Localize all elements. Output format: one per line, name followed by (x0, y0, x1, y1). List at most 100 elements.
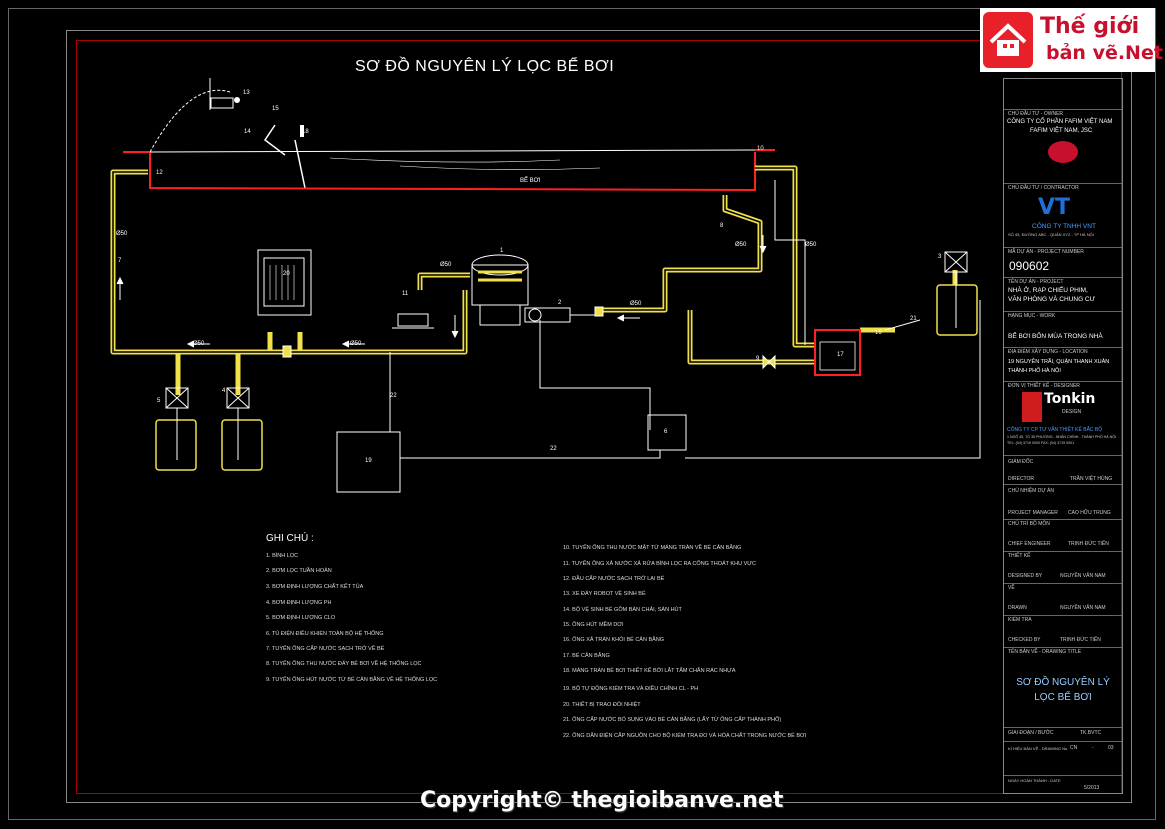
tb-chief-name: TRỊNH ĐỨC TIẾN (1068, 541, 1109, 547)
tb-pm-label: CHỦ NHIỆM DỰ ÁN (1008, 488, 1054, 494)
label-d7: Ø50 (805, 242, 817, 248)
watermark-brand-top: Thế giới (1040, 14, 1140, 39)
tb-company2: CÔNG TY TNHH VNT (1032, 223, 1096, 230)
dosing-pumps (165, 251, 968, 409)
tb-divider (1004, 277, 1122, 278)
title-block: CHỦ ĐẦU TƯ - OWNER CÔNG TY CỔ PHẦN FAFIM… (1003, 78, 1123, 794)
valves (282, 306, 776, 370)
label-2: 2 (558, 300, 562, 306)
tb-date-label: NGÀY HOÀN THÀNH - DATE (1008, 778, 1061, 783)
tb-owner-label: CHỦ ĐẦU TƯ - OWNER (1008, 111, 1064, 117)
label-14: 14 (244, 129, 251, 135)
tb-designer-address: 1 NGÕ 45, TỔ 35 PHƯỜNG - NHÂN CHÍNH - TH… (1007, 435, 1117, 439)
drawing-border-outer (8, 8, 1156, 820)
note-left-8: 8. TUYẾN ỐNG THU NƯỚC ĐÁY BỂ BƠI VỀ HỆ T… (266, 661, 422, 667)
tb-divider (1004, 775, 1122, 776)
drain-outlet (392, 313, 434, 329)
chemical-controller-box (336, 431, 401, 493)
label-16: 16 (875, 330, 882, 336)
robot-wheel (234, 97, 240, 103)
note-right-22: 22. ỐNG DẪN ĐIỆN CẤP NGUỒN CHO BỘ KIỂM T… (563, 733, 807, 739)
tb-divider (1004, 247, 1122, 248)
tb-number-label: KÍ HIỆU BẢN VẼ - DRAWING No. (1008, 746, 1069, 751)
note-right-12: 12. ĐẦU CẤP NƯỚC SẠCH TRỞ LẠI BỂ (563, 576, 665, 582)
tb-number-b: 03 (1108, 745, 1114, 751)
tb-drawn-role: DRAWN (1008, 605, 1027, 611)
label-11: 11 (402, 291, 409, 297)
drawing-border-inner (66, 30, 1132, 803)
water-line (149, 149, 756, 153)
note-left-1: 1. BÌNH LỌC (266, 553, 299, 559)
cleaner-arc (149, 89, 231, 153)
tb-divider (1004, 381, 1122, 382)
diagram-title: SƠ ĐỒ NGUYÊN LÝ LỌC BỂ BƠI (355, 58, 615, 75)
note-left-3: 3. BƠM ĐỊNH LƯỢNG CHẤT KẾT TỦA (266, 584, 364, 590)
tb-designer-tel: TEL: (04) 3719 0000 FAX: (04) 3719 0001 (1007, 441, 1075, 445)
water-ripples (329, 157, 601, 170)
balance-tank (814, 329, 861, 376)
note-right-13: 13. XE ĐẨY ROBOT VỆ SINH BỂ (563, 591, 646, 597)
tb-company1-line1: CÔNG TY CỔ PHẦN FAFIM VIỆT NAM (1007, 119, 1113, 125)
tb-designed-label: THIẾT KẾ (1008, 553, 1031, 559)
tb-pm-name: CAO HỮU TRUNG (1068, 510, 1111, 516)
note-right-10: 10. TUYẾN ỐNG THU NƯỚC MẶT TỪ MÁNG TRÀN … (563, 545, 742, 551)
label-18: 18 (302, 129, 309, 135)
tb-designer-label: ĐƠN VỊ THIẾT KẾ - DESIGNER (1008, 383, 1080, 389)
tb-location-label: ĐỊA ĐIỂM XÂY DỰNG - LOCATION (1008, 349, 1088, 355)
label-d1: Ø50 (116, 231, 128, 237)
tb-code-label: MÃ DỰ ÁN - PROJECT NUMBER (1008, 249, 1084, 255)
label-12: 12 (156, 170, 163, 176)
tb-date: 5/2013 (1084, 785, 1100, 791)
note-right-15: 15. ỐNG HÚT MỀM DƠI (563, 622, 624, 628)
label-d5: Ø50 (630, 301, 642, 307)
label-d2: Ø50 (193, 341, 205, 347)
note-right-20: 20. THIẾT BỊ TRAO ĐỔI NHIỆT (563, 702, 641, 708)
tb-check-role: CHECKED BY (1008, 637, 1041, 643)
robot-cart (210, 97, 234, 109)
pipe-centerlines (112, 167, 815, 363)
label-13: 13 (243, 90, 250, 96)
tb-divider (1004, 727, 1122, 728)
tb-company1-line2: FAFIM VIỆT NAM, JSC (1030, 128, 1093, 134)
tb-chief-label: CHỦ TRÌ BỘ MÔN (1008, 521, 1050, 527)
label-22a: 22 (390, 393, 397, 399)
tb-divider (1004, 551, 1122, 552)
tb-stage: TK.BVTC (1080, 730, 1102, 736)
label-9: 9 (756, 356, 760, 362)
tb-contractor-label: CHỦ ĐẦU TƯ / CONTRACTOR (1008, 185, 1079, 191)
tb-stage-label: GIAI ĐOẠN / BƯỚC (1008, 730, 1054, 736)
note-left-7: 7. TUYẾN ỐNG CẤP NƯỚC SẠCH TRỞ VỀ BỂ (266, 646, 385, 652)
tb-divider (1004, 484, 1122, 485)
note-right-21: 21. ỐNG CẤP NƯỚC BỔ SUNG VÀO BỂ CÂN BẰNG… (563, 717, 782, 723)
label-15: 15 (272, 106, 279, 112)
tb-project-line2: VĂN PHÒNG VÀ CHUNG CƯ (1008, 296, 1096, 303)
tb-check-name: TRỊNH ĐỨC TIẾN (1060, 637, 1101, 643)
tb-divider (1004, 519, 1122, 520)
tb-designed-name: NGUYỄN VĂN NAM (1060, 573, 1106, 579)
tb-number-sep: - (1092, 745, 1094, 751)
label-17: 17 (837, 352, 844, 358)
tb-designer-sub: DESIGN (1062, 409, 1082, 415)
label-3: 3 (938, 254, 942, 260)
tank-suction-lines (176, 272, 957, 460)
note-right-19: 19. BỘ TỰ ĐỘNG KIỂM TRA VÀ ĐIỀU CHỈNH CL… (563, 686, 699, 692)
control-lines (389, 180, 981, 459)
circulation-pump (524, 307, 600, 323)
label-21: 21 (910, 316, 917, 322)
vnt-logo: VT (1038, 195, 1071, 220)
note-left-6: 6. TỦ ĐIỆN ĐIỀU KHIỂN TOÀN BỘ HỆ THỐNG (266, 631, 384, 637)
label-1: 1 (500, 248, 504, 254)
label-d3: Ø50 (350, 341, 362, 347)
label-20: 20 (283, 271, 290, 277)
note-left-4: 4. BƠM ĐỊNH LƯỢNG PH (266, 600, 332, 606)
tb-divider (1004, 183, 1122, 184)
tb-designer-brand: Tonkin (1044, 391, 1096, 407)
tb-project-label: TÊN DỰ ÁN - PROJECT (1008, 279, 1064, 285)
tb-divider (1004, 455, 1122, 456)
tb-divider (1004, 647, 1122, 648)
tb-divider (1004, 741, 1122, 742)
tb-divider (1004, 347, 1122, 348)
copyright-watermark: Copyright© thegioibanve.net (420, 788, 784, 813)
note-right-11: 11. TUYẾN ỐNG XẢ NƯỚC XẢ RỬA BÌNH LỌC RA… (563, 561, 756, 567)
label-4: 4 (222, 388, 226, 394)
